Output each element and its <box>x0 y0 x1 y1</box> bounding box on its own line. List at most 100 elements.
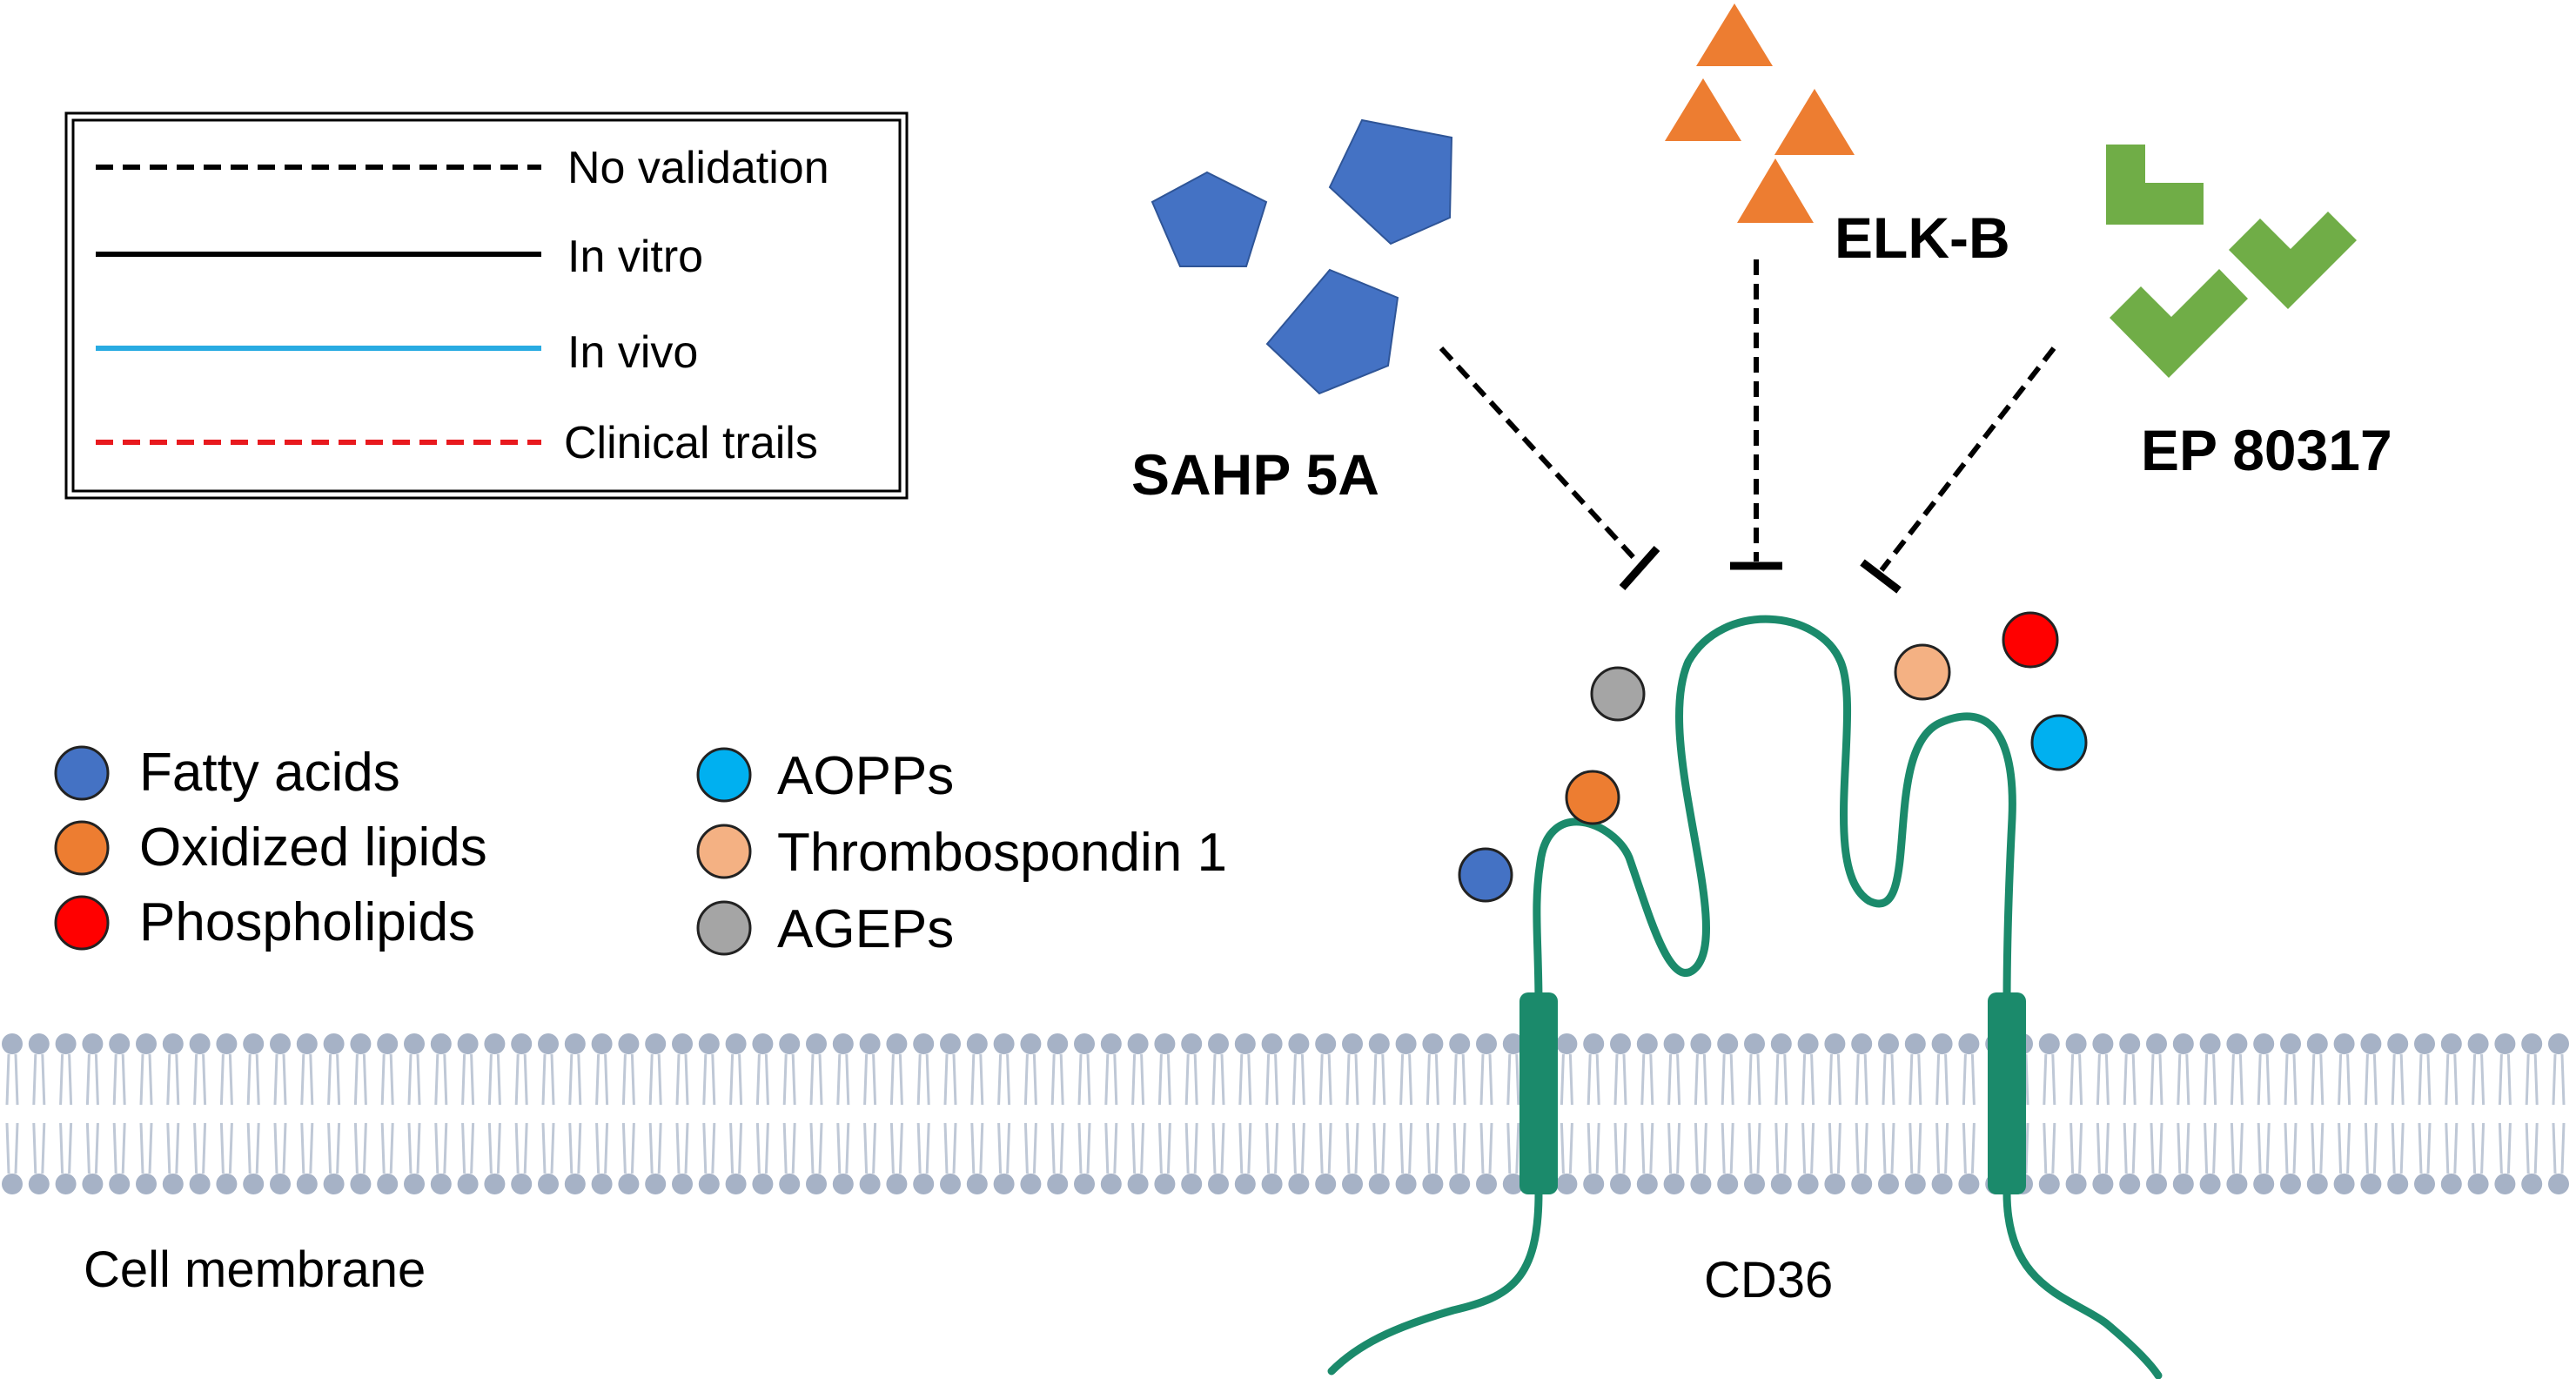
peach-ligand-dot <box>1894 643 1951 701</box>
lipid-tail <box>1247 1122 1252 1174</box>
lipid-tail <box>1032 1053 1037 1106</box>
lipid-head <box>645 1174 667 1194</box>
lipid-tail <box>514 1122 520 1174</box>
lipid-tail <box>925 1053 930 1106</box>
ep-80317-label: EP 80317 <box>2141 418 2392 482</box>
lipid-tail <box>228 1122 233 1174</box>
lipid-tail <box>845 1122 850 1174</box>
cd36-receptor <box>1327 615 2163 1379</box>
lipid-tail <box>1354 1122 1359 1174</box>
lipid-tail <box>255 1053 260 1106</box>
lipid-tail <box>550 1053 555 1106</box>
lipid-tail <box>916 1053 922 1106</box>
lipid-tail <box>389 1053 394 1106</box>
lipid-tail <box>791 1053 796 1106</box>
lipid-tail <box>1426 1122 1431 1174</box>
lipid-head <box>2387 1033 2409 1054</box>
lipid-tail <box>1560 1053 1565 1106</box>
lipid-head <box>2119 1033 2141 1054</box>
lipid-tail <box>380 1122 386 1174</box>
lipid-tail <box>1300 1122 1305 1174</box>
lipid-tail <box>139 1122 144 1174</box>
lipid-tail <box>1595 1053 1600 1106</box>
lipid-head <box>377 1033 399 1054</box>
lipid-tail <box>2284 1122 2289 1174</box>
lipid-head <box>1958 1033 1980 1054</box>
legend-label-no-validation: No validation <box>567 143 829 193</box>
lipid-tail <box>1729 1122 1734 1174</box>
lipid-head <box>1234 1174 1256 1194</box>
lipid-tail <box>1184 1053 1190 1106</box>
lipid-head <box>2387 1174 2409 1194</box>
lipid-tail <box>684 1053 689 1106</box>
lipid-tail <box>148 1122 153 1174</box>
lipid-head <box>2521 1033 2543 1054</box>
ep-inhibition-bar <box>1860 559 1902 594</box>
lipid-tail <box>2070 1122 2075 1174</box>
lipid-tail <box>1113 1053 1118 1106</box>
lipid-head <box>2172 1174 2194 1194</box>
lipid-tail <box>32 1053 37 1106</box>
lipid-head <box>2199 1174 2221 1194</box>
lipid-tail <box>202 1053 207 1106</box>
lipid-tail <box>1184 1122 1190 1174</box>
triangle-icon <box>1737 158 1814 223</box>
lipid-tail <box>1265 1122 1271 1174</box>
lipid-tail <box>1828 1122 1833 1174</box>
lipid-head <box>457 1174 479 1194</box>
lipid-head <box>2414 1033 2435 1054</box>
lipid-tail <box>1962 1122 1967 1174</box>
lipid-head <box>484 1033 506 1054</box>
lipid-head <box>564 1033 586 1054</box>
lipid-tail <box>523 1122 528 1174</box>
lipid-head <box>1878 1033 1899 1054</box>
lipid-head <box>2092 1174 2114 1194</box>
lipid-head <box>1583 1033 1605 1054</box>
l-shape-icon <box>2229 212 2357 309</box>
lipid-head <box>109 1174 131 1194</box>
lipid-tail <box>970 1053 976 1106</box>
lipid-tail <box>1855 1122 1860 1174</box>
lipid-tail <box>1694 1122 1699 1174</box>
lipid-tail <box>1059 1122 1064 1174</box>
lipid-head <box>1770 1174 1792 1194</box>
legend-label-in-vitro: In vitro <box>567 232 703 282</box>
lipid-tail <box>1104 1053 1110 1106</box>
lipid-tail <box>5 1122 10 1174</box>
lipid-head <box>1610 1174 1631 1194</box>
lipid-tail <box>2399 1053 2405 1106</box>
lipid-head <box>832 1174 854 1194</box>
lipid-tail <box>434 1053 439 1106</box>
lipid-tail <box>193 1122 198 1174</box>
lipid-head <box>296 1174 318 1194</box>
lipid-tail <box>702 1053 708 1106</box>
lipid-head <box>109 1033 131 1054</box>
lipid-head <box>1288 1033 1310 1054</box>
lipid-tail <box>764 1053 769 1106</box>
lipid-head <box>2440 1033 2462 1054</box>
lipid-tail <box>1721 1053 1726 1106</box>
lipid-tail <box>255 1122 260 1174</box>
lipid-tail <box>496 1053 501 1106</box>
lipid-tail <box>514 1053 520 1106</box>
lipid-tail <box>845 1053 850 1106</box>
lipid-head <box>1181 1174 1203 1194</box>
l-shape-icon <box>2106 145 2204 225</box>
lipid-tail <box>1086 1053 1091 1106</box>
aopps-label: AOPPs <box>777 746 954 806</box>
lipid-head <box>672 1033 693 1054</box>
lipid-tail <box>487 1122 493 1174</box>
l-shape-icon <box>2110 269 2248 378</box>
lipid-tail <box>1345 1053 1351 1106</box>
lipid-tail <box>2096 1053 2101 1106</box>
lipid-head <box>2548 1174 2569 1194</box>
lipid-head <box>511 1033 533 1054</box>
lipid-tail <box>943 1122 949 1174</box>
cell-membrane-label: Cell membrane <box>84 1241 426 1298</box>
lipid-tail <box>2131 1122 2137 1174</box>
lipid-tail <box>94 1053 99 1106</box>
lipid-tail <box>1613 1053 1619 1106</box>
lipid-head <box>2092 1033 2114 1054</box>
phospholipids-label: Phospholipids <box>139 892 475 952</box>
lipid-tail <box>1909 1122 1914 1174</box>
